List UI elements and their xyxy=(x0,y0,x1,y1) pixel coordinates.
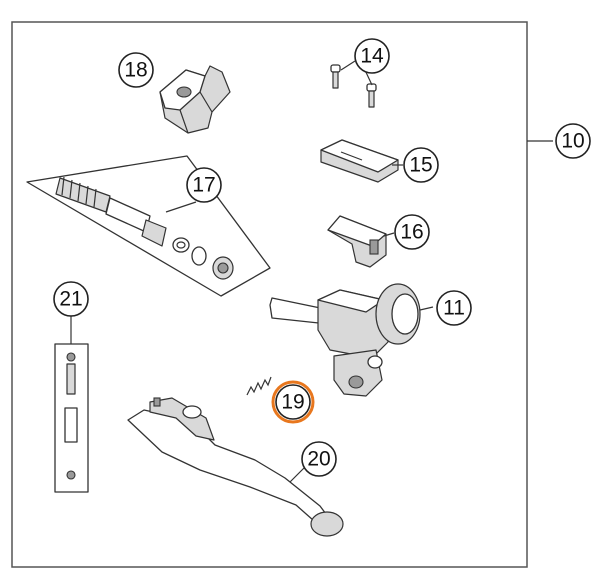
callout-18: 18 xyxy=(118,52,154,88)
part-16-diaphragm xyxy=(327,215,387,268)
part-18-clamp xyxy=(159,65,231,134)
callout-21-label: 21 xyxy=(59,288,82,311)
callout-leader-14 xyxy=(340,60,356,71)
callout-10: 10 xyxy=(555,123,591,159)
callout-14-label: 14 xyxy=(360,45,384,68)
part-21-pin-set xyxy=(54,343,89,493)
callout-20-label: 20 xyxy=(307,448,330,471)
part-17-piston-kit xyxy=(26,155,271,297)
assembly-frame xyxy=(11,21,528,568)
part-14-screws xyxy=(330,64,377,108)
callout-15: 15 xyxy=(403,147,439,183)
highlight-ring-19 xyxy=(271,380,315,424)
part-15-cover xyxy=(320,139,399,183)
callout-15-label: 15 xyxy=(409,154,432,177)
part-19-spring xyxy=(246,376,272,396)
callout-19-label: 19 xyxy=(281,391,304,414)
callout-11-label: 11 xyxy=(443,297,465,320)
callout-14: 14 xyxy=(354,38,390,74)
callout-18-label: 18 xyxy=(124,59,147,82)
part-11-master-cylinder xyxy=(269,283,421,397)
callout-21: 21 xyxy=(53,281,89,317)
callout-20: 20 xyxy=(301,441,337,477)
callout-leader-20 xyxy=(289,465,307,483)
part-20-lever xyxy=(127,397,344,537)
callout-16: 16 xyxy=(394,214,430,250)
callout-leader-17 xyxy=(165,201,197,213)
callout-leader-16 xyxy=(383,232,395,237)
callout-11: 11 xyxy=(436,290,472,326)
callout-17: 17 xyxy=(186,167,222,203)
callout-19: 19 xyxy=(271,380,315,424)
callout-17-label: 17 xyxy=(192,174,215,197)
callout-10-label: 10 xyxy=(561,130,584,153)
callout-leader-11 xyxy=(419,306,434,311)
callout-16-label: 16 xyxy=(400,221,423,244)
